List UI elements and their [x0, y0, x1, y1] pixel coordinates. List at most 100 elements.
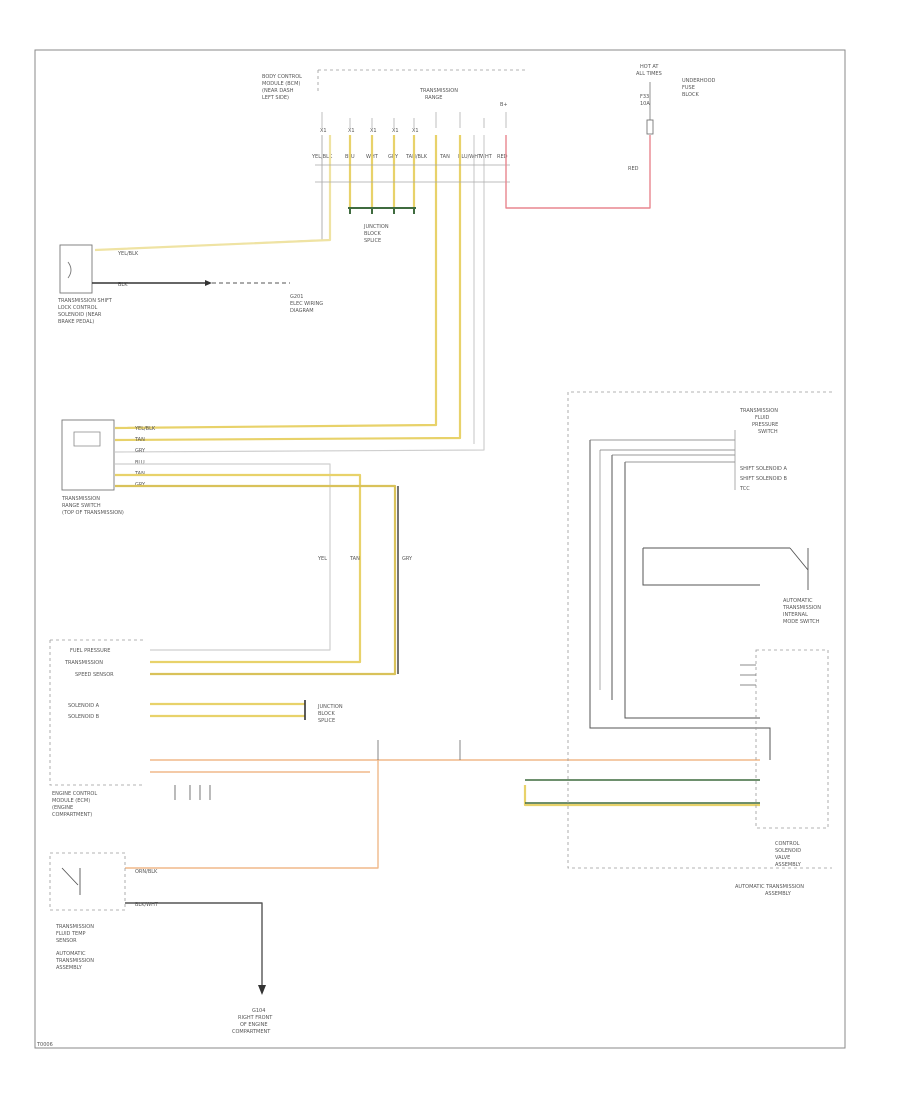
range-switch-icon: [61, 419, 115, 491]
range-wire-2: TAN: [134, 437, 145, 443]
ecm-row-1: FUEL PRESSURE: [70, 648, 110, 654]
engine-control-module: FUEL PRESSURE TRANSMISSION SPEED SENSOR …: [49, 639, 145, 818]
ecm-name-4: COMPARTMENT): [52, 812, 92, 818]
ground-bottom: G104 RIGHT FRONT OF ENGINE COMPARTMENT: [232, 1008, 273, 1035]
ground-bottom-4: COMPARTMENT: [232, 1029, 271, 1035]
shift-lock-ground-2: ELEC WIRING: [290, 301, 323, 307]
junction-mid-2: BLOCK: [318, 711, 335, 717]
bcm-bplus: B+: [500, 102, 508, 108]
bcm-wires-top: [94, 135, 485, 453]
ecm-wire-label-3: GRY: [402, 556, 413, 562]
shift-lock-name-1: TRANSMISSION SHIFT: [57, 298, 113, 304]
ecm-wire-label-2: TAN: [349, 556, 360, 562]
pressure-switch-1: TRANSMISSION: [739, 408, 778, 414]
splice-top-label-2: BLOCK: [364, 231, 381, 237]
trans-assembly: TRANSMISSION FLUID PRESSURE SWITCH SHIFT…: [567, 391, 832, 897]
junction-mid-3: SPLICE: [318, 718, 335, 724]
bcm-pin-4: X1: [392, 128, 399, 134]
fuse-block-2: FUSE: [682, 85, 695, 91]
shift-lock-name-4: BRAKE PEDAL): [58, 319, 94, 325]
bottom-wire-2: BLK/WHT: [135, 902, 159, 908]
fuse-block-3: BLOCK: [682, 92, 699, 98]
trans-assembly-name-1: AUTOMATIC TRANSMISSION: [735, 884, 804, 890]
shift-lock-wire2: BLK: [118, 282, 128, 288]
ecm-row-3: SPEED SENSOR: [75, 672, 114, 678]
bcm-wire-9: RED: [497, 154, 508, 160]
range-name-3: (TOP OF TRANSMISSION): [62, 510, 124, 516]
bcm-header-1: TRANSMISSION: [419, 88, 458, 94]
bottom-assembly-2: TRANSMISSION: [55, 958, 94, 964]
ecm-solenoid-wires: JUNCTION BLOCK SPLICE: [150, 700, 343, 724]
control-sol-1: CONTROL: [775, 841, 800, 847]
splice-top-label-1: JUNCTION: [363, 224, 389, 230]
temp-switch-3: INTERNAL: [783, 612, 808, 618]
bcm-pin-3: X1: [370, 128, 377, 134]
ecm-name-3: (ENGINE: [52, 805, 73, 811]
control-sol-3: VALVE: [775, 855, 790, 861]
pressure-switch-4: SWITCH: [758, 429, 778, 435]
bcm-name-1: BODY CONTROL: [262, 74, 302, 80]
ground-bottom-2: RIGHT FRONT: [238, 1015, 273, 1021]
trans-internal-wires: [589, 430, 829, 829]
bottom-switch-name-3: SENSOR: [56, 938, 77, 944]
bcm-pin-2: X1: [348, 128, 355, 134]
range-to-ecm-wires: YEL TAN GRY: [115, 463, 413, 676]
shift-lock-solenoid: YEL/BLK BLK TRANSMISSION SHIFT LOCK CONT…: [57, 244, 323, 325]
ecm-row-4: SOLENOID A: [68, 703, 100, 709]
bcm-wire-8: WHT: [480, 154, 493, 160]
range-switch: YEL/BLK TAN GRY BLU TAN GRY TRANSMISSION…: [61, 419, 156, 516]
ecm-name-1: ENGINE CONTROL: [52, 791, 97, 797]
temp-switch-1: AUTOMATIC: [783, 598, 813, 604]
solenoid-icon: [59, 244, 93, 294]
bcm-pin-5: X1: [412, 128, 419, 134]
fuse-name-1: HOT AT: [640, 64, 659, 70]
shift-lock-ground-1: G201: [290, 294, 303, 300]
bottom-switch-name-1: TRANSMISSION: [55, 924, 94, 930]
shift-lock-ground-3: DIAGRAM: [290, 308, 314, 314]
bcm-wire-7: BLU/WHT: [458, 154, 482, 160]
fuse-icon: [646, 119, 654, 135]
bottom-assembly-1: AUTOMATIC: [56, 951, 86, 957]
trans-wire-3: TCC: [739, 486, 750, 492]
bottom-wire-1: ORN/BLK: [135, 869, 158, 875]
fuse-block-1: UNDERHOOD: [682, 78, 716, 84]
bcm-name-4: LEFT SIDE): [262, 95, 289, 101]
diagram-frame: [34, 49, 846, 1049]
range-wire-4: BLU: [135, 460, 145, 466]
fuse-label-1: F33: [640, 94, 649, 100]
trans-wire-2: SHIFT SOLENOID B: [740, 476, 787, 482]
pressure-switch-3: PRESSURE: [752, 422, 778, 428]
control-sol-4: ASSEMBLY: [775, 862, 802, 868]
shift-lock-name-3: SOLENOID (NEAR: [58, 312, 102, 318]
range-name-2: RANGE SWITCH: [62, 503, 101, 509]
bottom-switch: ORN/BLK BLK/WHT TRANSMISSION FLUID TEMP …: [49, 852, 266, 995]
ecm-row-2: TRANSMISSION: [64, 660, 103, 666]
bottom-assembly-3: ASSEMBLY: [56, 965, 83, 971]
bcm-header-2: RANGE: [425, 95, 442, 101]
bcm-wire-6: TAN: [439, 154, 450, 160]
fuse-block: HOT AT ALL TIMES F33 10A UNDERHOOD FUSE …: [628, 64, 716, 172]
bcm-pin-stubs: [321, 112, 507, 128]
trans-assembly-name-2: ASSEMBLY: [765, 891, 792, 897]
fuse-name-2: ALL TIMES: [636, 71, 662, 77]
ecm-name-2: MODULE (ECM): [52, 798, 90, 804]
bcm-wire-5: TAN/BLK: [405, 154, 428, 160]
footer-code: T0006: [36, 1042, 53, 1048]
bcm-connector-bars: [315, 164, 510, 183]
temp-switch-2: TRANSMISSION: [782, 605, 821, 611]
temp-switch-4: MODE SWITCH: [783, 619, 820, 625]
ground-bottom-1: G104: [252, 1008, 265, 1014]
splice-top-label-3: SPLICE: [364, 238, 381, 244]
ecm-row-5: SOLENOID B: [68, 714, 100, 720]
ground-bottom-3: OF ENGINE: [240, 1022, 268, 1028]
bcm-name-3: (NEAR DASH: [262, 88, 294, 94]
control-sol-2: SOLENOID: [775, 848, 801, 854]
range-name-1: TRANSMISSION: [61, 496, 100, 502]
fuse-label-2: 10A: [640, 101, 650, 107]
bcm-pin-1: X1: [320, 128, 327, 134]
red-power-wire: [505, 135, 651, 209]
junction-mid-1: JUNCTION: [317, 704, 343, 710]
pressure-switch-2: FLUID: [755, 415, 770, 421]
range-wire-1: YEL/BLK: [134, 426, 156, 432]
